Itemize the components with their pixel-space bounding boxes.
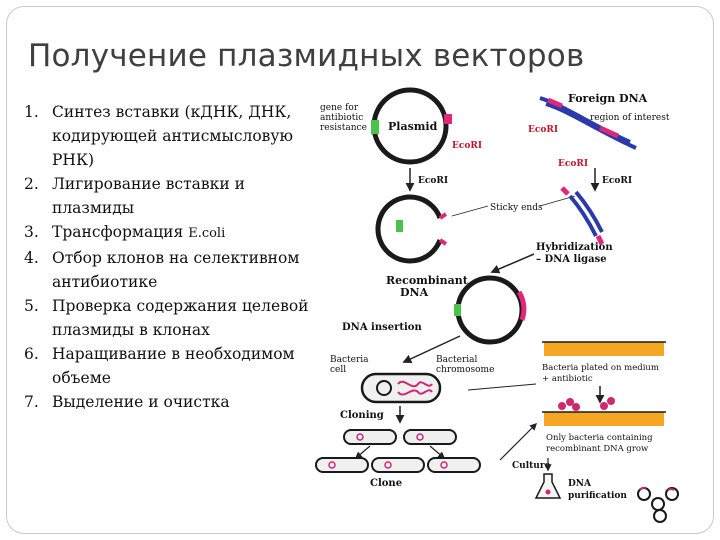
resistance-label: resistance — [320, 123, 367, 133]
only-label-2: recombinant DNA grow — [546, 444, 649, 454]
arrow-down-icon — [429, 445, 446, 459]
only-label-1: Only bacteria containing — [546, 433, 653, 443]
colony — [566, 398, 574, 406]
step-number: 1. — [24, 103, 39, 121]
ecori-right-label: EcoRI — [602, 176, 632, 186]
plated-label-2: + antibiotic — [542, 374, 593, 384]
step-text-with-latin: Трансформация E.coli — [52, 220, 324, 246]
ecori-top-label: EcoRI — [528, 125, 558, 135]
ecori-plasmid-label: EcoRI — [452, 141, 482, 151]
step-text: Трансформация — [52, 223, 189, 241]
resistance-gene — [371, 120, 379, 134]
step-item: 1. Синтез вставки (кДНК, ДНК, кодирующей … — [24, 100, 324, 172]
pointer-line — [467, 383, 537, 391]
step-number: 3. — [24, 223, 39, 241]
region-label: region of interest — [590, 113, 670, 123]
recombinant-dna-label: DNA — [400, 286, 429, 299]
step-item: 7. Выделение и очистка — [24, 390, 324, 414]
clone-cells-2 — [315, 457, 481, 473]
ecori-mid-label: EcoRI — [558, 159, 588, 169]
bacterial-label: Bacterial — [436, 355, 478, 365]
plasmid — [371, 87, 452, 165]
plasmid-label: Plasmid — [388, 120, 438, 133]
step-latin-name: E.coli — [188, 226, 226, 241]
step-text: Отбор клонов на селективном антибиотике — [52, 249, 300, 291]
step-text: Наращивание в необходимом объеме — [52, 345, 295, 387]
bacteria-label: Bacteria — [330, 355, 369, 365]
step-text: Проверка содержания целевой плазмиды в к… — [52, 297, 309, 339]
bacteria-cell-icon — [360, 372, 442, 404]
cloning-label: Cloning — [340, 410, 384, 421]
step-number: 4. — [24, 249, 39, 267]
dna-pieces-icon — [637, 486, 679, 523]
step-number: 7. — [24, 393, 39, 411]
ecori-left-label: EcoRI — [418, 176, 448, 186]
recombinant-plasmid — [454, 275, 527, 345]
ecori-site — [444, 114, 452, 124]
sticky-ends-label: Sticky ends — [490, 203, 543, 213]
step-item: 6. Наращивание в необходимом объеме — [24, 342, 324, 390]
arrow-down-icon — [490, 253, 535, 274]
purification-label: purification — [568, 491, 627, 501]
colony — [572, 403, 580, 411]
arrow-up-icon — [499, 422, 538, 461]
selected-plate — [542, 397, 666, 426]
chromosome-label: chromosome — [436, 365, 494, 375]
step-number: 5. — [24, 297, 39, 315]
antibiotic-label: antibiotic — [320, 113, 363, 123]
dna-insertion-label: DNA insertion — [342, 322, 422, 333]
arrow-down-icon — [402, 335, 461, 364]
step-item: 3. Трансформация E.coli — [24, 220, 324, 246]
step-text: Лигирование вставки и плазмиды — [52, 175, 245, 217]
cut-plasmid — [375, 194, 448, 264]
cloning-diagram: gene for antibiotic resistance Plasmid E… — [315, 87, 679, 523]
hybridization-label: Hybridization — [536, 242, 613, 253]
clone-label: Clone — [370, 478, 402, 489]
plated-label-1: Bacteria plated on medium — [542, 363, 659, 373]
foreign-dna-label: Foreign DNA — [568, 92, 648, 105]
dna-label: DNA — [568, 479, 592, 489]
step-text: Синтез вставки (кДНК, ДНК, кодирующей ан… — [52, 103, 294, 169]
ligase-label: – DNA ligase — [536, 254, 607, 265]
colony — [558, 402, 566, 410]
gene-for-label: gene for — [320, 103, 359, 113]
flask-icon — [534, 473, 562, 499]
colony — [607, 397, 615, 405]
culture-label: Culture — [512, 461, 551, 471]
cell-label: cell — [330, 365, 346, 375]
step-number: 2. — [24, 175, 39, 193]
pointer-line — [451, 205, 489, 217]
slide-frame — [6, 6, 714, 534]
step-item: 2. Лигирование вставки и плазмиды — [24, 172, 324, 220]
recombinant-label: Recombinant — [386, 274, 469, 287]
colony — [600, 402, 608, 410]
petri-plate-icon — [542, 341, 666, 356]
step-item: 4. Отбор клонов на селективном антибиотик… — [24, 246, 324, 294]
step-item: 5. Проверка содержания целевой плазмиды в… — [24, 294, 324, 342]
foreign-fragment — [560, 186, 605, 246]
arrow-down-icon — [354, 445, 371, 459]
clone-cells — [343, 429, 457, 445]
slide-title: Получение плазмидных векторов — [28, 38, 585, 74]
step-text: Выделение и очистка — [52, 393, 230, 411]
foreign-dna — [539, 96, 637, 150]
step-number: 6. — [24, 345, 39, 363]
steps-list: 1. Синтез вставки (кДНК, ДНК, кодирующей … — [24, 100, 324, 414]
